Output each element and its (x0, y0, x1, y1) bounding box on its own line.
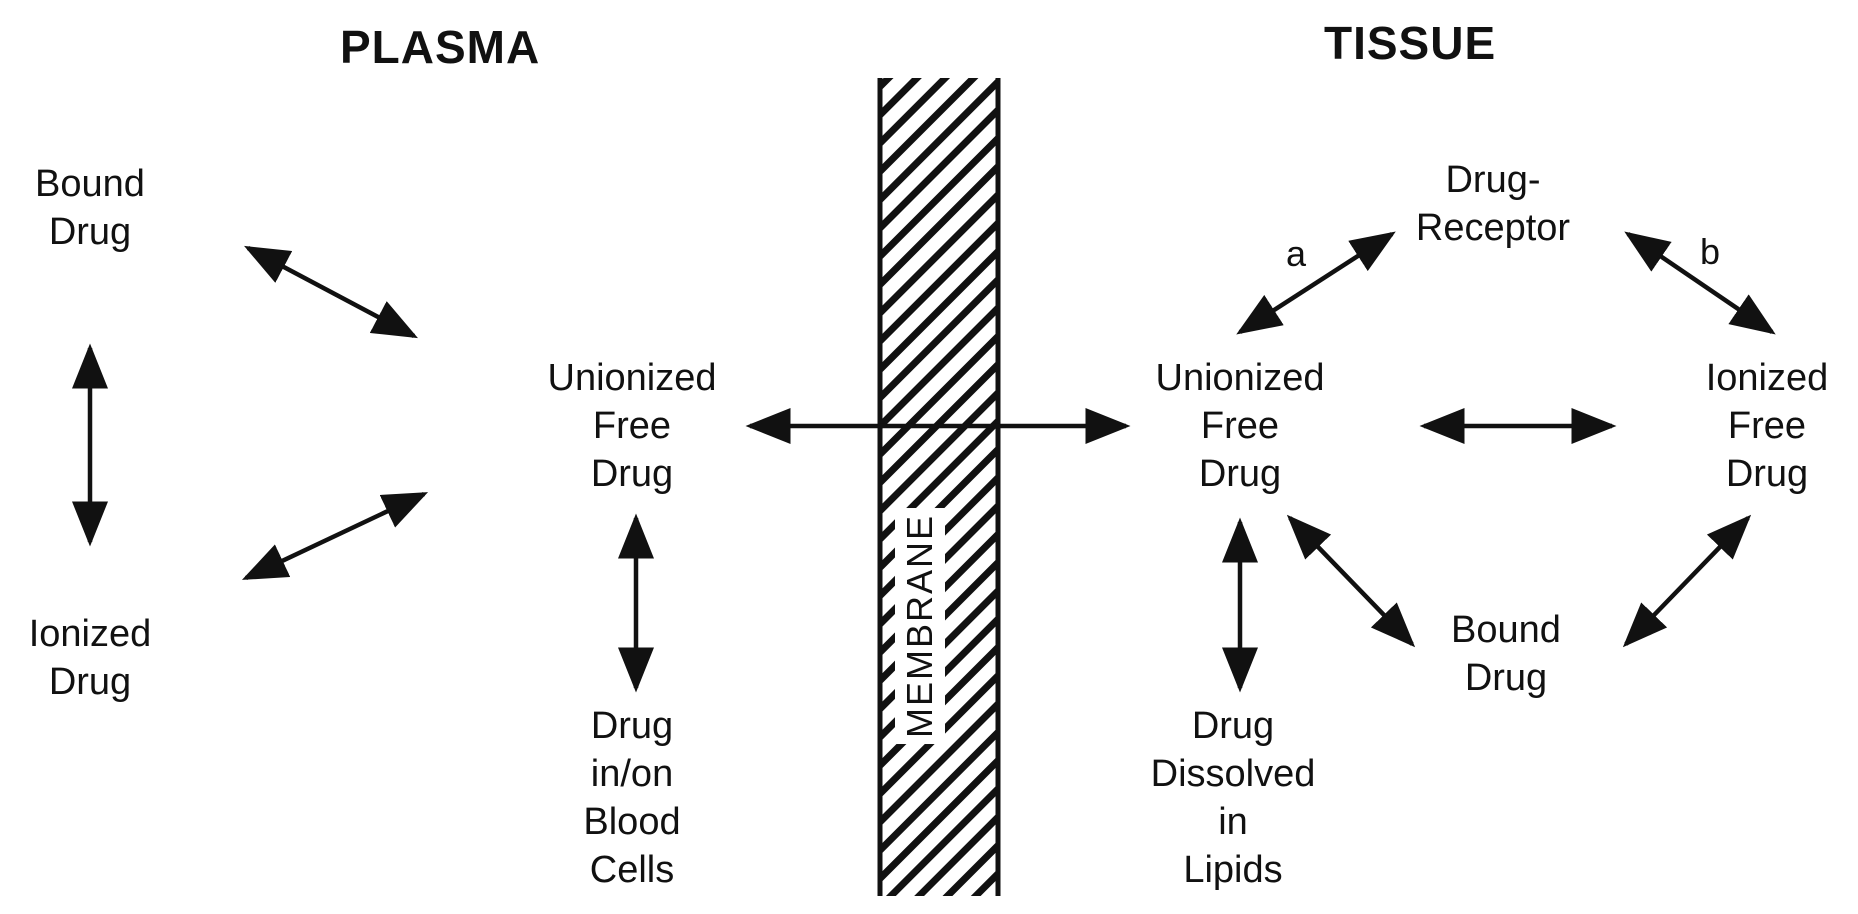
blood-cells-line2: in/on (590, 753, 674, 795)
blood-cells-line3: Blood (583, 801, 681, 843)
membrane (877, 78, 1001, 896)
tissue-ionized-line1: Ionized (1705, 357, 1829, 399)
lipids-line1: Drug (1191, 705, 1275, 747)
receptor-line1: Drug- (1445, 159, 1541, 201)
plasma-bound-drug-line1: Bound (35, 163, 145, 205)
tissue-ionized-free-drug: Ionized Free Drug (1688, 354, 1846, 498)
plasma-unionized-free-drug: Unionized Free Drug (526, 354, 738, 498)
plasma-drug-blood-cells: Drug in/on Blood Cells (550, 702, 714, 894)
lipids-line2: Dissolved (1150, 753, 1316, 795)
arrow-label-a: a (1286, 233, 1307, 274)
arrow-plasma-bound-unionized (244, 245, 418, 339)
arrow-plasma-ionized-unionized (241, 491, 429, 581)
plasma-unionized-line3: Drug (590, 453, 674, 495)
plasma-bound-drug-line2: Drug (48, 211, 132, 253)
plasma-heading: PLASMA (340, 21, 541, 73)
tissue-bound-line2: Drug (1464, 657, 1548, 699)
blood-cells-line4: Cells (589, 849, 675, 891)
plasma-ionized-drug-line2: Drug (48, 661, 132, 703)
tissue-unionized-line3: Drug (1198, 453, 1282, 495)
plasma-bound-drug: Bound Drug (20, 160, 160, 256)
arrow-tissue-ionized-bound (1622, 514, 1752, 648)
tissue-drug-receptor: Drug- Receptor (1404, 156, 1582, 252)
tissue-drug-dissolved-lipids: Drug Dissolved in Lipids (1130, 702, 1336, 894)
tissue-unionized-free-drug: Unionized Free Drug (1134, 354, 1346, 498)
arrow-tissue-b (1624, 231, 1776, 335)
tissue-unionized-line2: Free (1200, 405, 1280, 447)
tissue-heading: TISSUE (1324, 17, 1497, 69)
tissue-bound-line1: Bound (1451, 609, 1561, 651)
blood-cells-line1: Drug (590, 705, 674, 747)
tissue-ionized-line2: Free (1727, 405, 1807, 447)
membrane-hatch (880, 78, 998, 896)
lipids-line3: in (1218, 801, 1248, 843)
plasma-ionized-drug: Ionized Drug (10, 610, 170, 706)
arrow-tissue-a (1236, 231, 1396, 335)
plasma-unionized-line2: Free (592, 405, 672, 447)
tissue-bound-drug: Bound Drug (1432, 606, 1580, 702)
tissue-ionized-line3: Drug (1725, 453, 1809, 495)
arrow-tissue-unionized-bound (1286, 514, 1416, 648)
tissue-unionized-line1: Unionized (1155, 357, 1325, 399)
receptor-line2: Receptor (1415, 207, 1571, 249)
plasma-unionized-line1: Unionized (547, 357, 717, 399)
arrow-label-b: b (1700, 231, 1721, 272)
membrane-label: MEMBRANE (895, 507, 945, 745)
plasma-ionized-drug-line1: Ionized (28, 613, 152, 655)
lipids-line4: Lipids (1183, 849, 1283, 891)
